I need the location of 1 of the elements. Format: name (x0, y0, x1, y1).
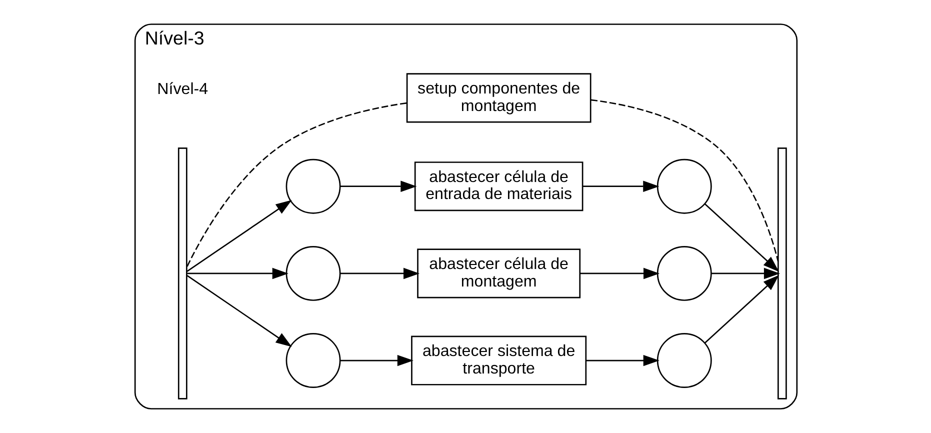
node-label: Nível-4 (156, 80, 208, 98)
